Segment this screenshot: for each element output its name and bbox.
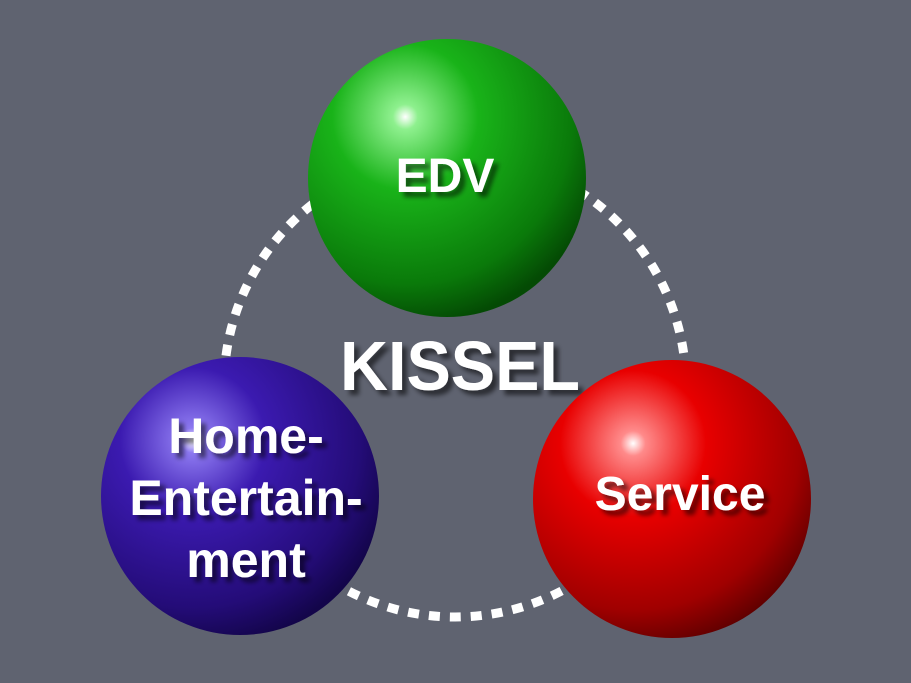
home-label-line-3: ment bbox=[186, 532, 306, 588]
home-sphere bbox=[101, 357, 379, 635]
node-home-entertainment: Home- Entertain- ment bbox=[101, 357, 379, 635]
edv-sphere bbox=[308, 39, 586, 317]
home-label-line-2: Entertain- bbox=[129, 470, 362, 526]
service-label: Service bbox=[595, 468, 766, 521]
service-sphere bbox=[533, 360, 811, 638]
home-label-line-1: Home- bbox=[168, 408, 324, 464]
node-edv: EDV bbox=[308, 39, 586, 317]
node-service: Service bbox=[533, 360, 811, 638]
center-label: KISSEL bbox=[340, 327, 580, 405]
edv-label: EDV bbox=[396, 150, 495, 203]
